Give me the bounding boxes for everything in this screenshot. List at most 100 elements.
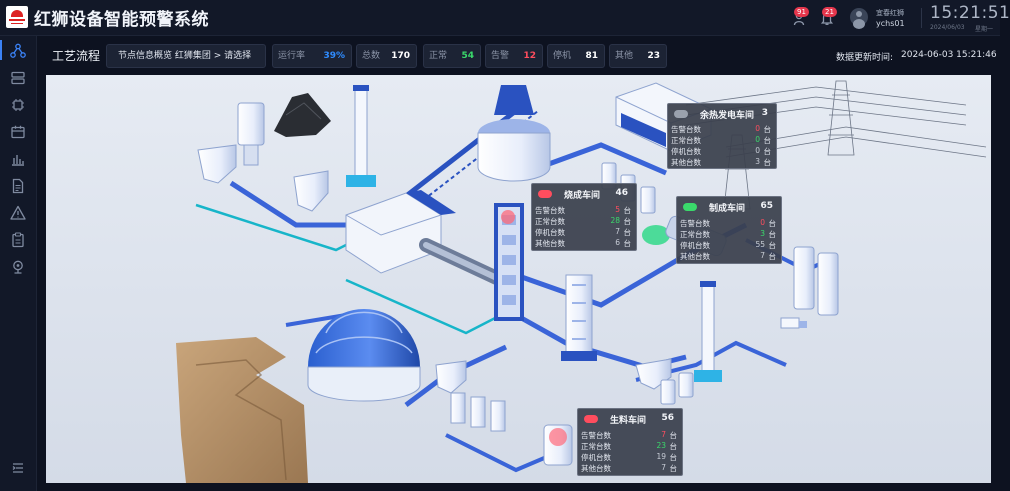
row-value: 23 <box>656 441 666 450</box>
sidebar-item-tasks[interactable] <box>9 231 27 249</box>
stat-value: 54 <box>461 51 474 61</box>
row-unit: 台 <box>623 228 632 237</box>
stopped-row: 停机台数 19 台 <box>580 452 678 463</box>
sidebar <box>0 36 37 491</box>
sidebar-item-warnings[interactable] <box>9 204 27 222</box>
row-label: 告警台数 <box>671 125 701 134</box>
document-icon <box>12 178 24 194</box>
warning-icon <box>10 205 26 220</box>
update-time-label: 数据更新时间: <box>836 53 894 63</box>
app-title: 红狮设备智能预警系统 <box>34 10 209 30</box>
clock-weekday: 星期一 <box>975 26 994 33</box>
alert-count-badge: 91 <box>794 7 809 17</box>
workshop-total: 65 <box>760 201 773 211</box>
workshop-name: 烧成车间 <box>564 191 601 201</box>
stat-run-rate: 运行率 39% <box>272 44 352 68</box>
row-value: 19 <box>656 452 666 461</box>
top-bar: 红狮设备智能预警系统 91 21 宜春红狮 ychs01 15:21:51 20… <box>0 0 1010 36</box>
bell-count-badge: 21 <box>822 7 837 17</box>
row-unit: 台 <box>623 206 632 215</box>
chip-icon <box>12 99 24 111</box>
row-unit: 台 <box>763 136 772 145</box>
status-indicator <box>584 415 598 423</box>
row-label: 正常台数 <box>535 217 565 226</box>
stat-value: 81 <box>585 51 598 61</box>
sidebar-item-process-flow[interactable] <box>9 42 27 60</box>
other-row: 其他台数 7 台 <box>580 463 678 474</box>
row-value: 0 <box>755 146 760 155</box>
row-unit: 台 <box>768 230 777 239</box>
sidebar-item-server[interactable] <box>9 69 27 87</box>
row-value: 7 <box>661 430 666 439</box>
sidebar-item-documents[interactable] <box>9 177 27 195</box>
other-row: 其他台数 3 台 <box>670 157 772 168</box>
sidebar-item-device[interactable] <box>9 96 27 114</box>
breadcrumb-node-selector[interactable]: 节点信息概览 红狮集团 > 请选择 <box>106 44 266 68</box>
row-label: 停机台数 <box>680 241 710 250</box>
normal-row: 正常台数 23 台 <box>580 441 678 452</box>
row-value: 28 <box>610 216 620 225</box>
avatar[interactable] <box>850 8 868 29</box>
other-row: 其他台数 6 台 <box>534 238 632 249</box>
stat-value: 23 <box>647 51 660 61</box>
row-unit: 台 <box>669 453 678 462</box>
stat-stopped: 停机 81 <box>547 44 605 68</box>
row-unit: 台 <box>768 252 777 261</box>
row-value: 6 <box>615 238 620 247</box>
stat-value: 39% <box>323 51 345 61</box>
workshop-name: 余热发电车间 <box>700 111 755 121</box>
location-icon <box>13 260 23 274</box>
stat-other: 其他 23 <box>609 44 667 68</box>
menu-collapse-icon[interactable] <box>11 461 25 475</box>
process-flow-canvas: 余热发电车间 3 告警台数 0 台 正常台数 0 台 停机台数 0 台 其他台数… <box>46 75 991 483</box>
workshop-card-firing[interactable]: 烧成车间 46 告警台数 5 台 正常台数 28 台 停机台数 7 台 其他台数… <box>531 183 637 251</box>
stopped-row: 停机台数 55 台 <box>679 240 777 251</box>
normal-row: 正常台数 3 台 <box>679 229 777 240</box>
row-unit: 台 <box>669 464 678 473</box>
status-indicator <box>683 203 697 211</box>
workshop-name: 制成车间 <box>709 204 746 214</box>
stat-total: 总数 170 <box>356 44 417 68</box>
row-label: 告警台数 <box>535 206 565 215</box>
sidebar-active-indicator <box>0 40 2 60</box>
page-title: 工艺流程 <box>52 49 101 63</box>
workshop-total: 3 <box>761 108 768 118</box>
bar-chart-icon <box>12 155 24 166</box>
stat-label: 正常 <box>429 51 448 61</box>
workshop-card-finished[interactable]: 制成车间 65 告警台数 0 台 正常台数 3 台 停机台数 55 台 其他台数… <box>676 196 782 264</box>
alarm-row: 告警台数 0 台 <box>679 218 777 229</box>
stat-label: 总数 <box>362 51 381 61</box>
row-value: 7 <box>661 463 666 472</box>
row-unit: 台 <box>623 217 632 226</box>
workshop-card-waste-heat[interactable]: 余热发电车间 3 告警台数 0 台 正常台数 0 台 停机台数 0 台 其他台数… <box>667 103 777 169</box>
row-unit: 台 <box>669 442 678 451</box>
user-id: ychs01 <box>876 19 905 28</box>
workshop-name: 生料车间 <box>610 416 647 426</box>
stat-label: 告警 <box>491 51 510 61</box>
row-label: 停机台数 <box>535 228 565 237</box>
header-divider <box>921 8 922 28</box>
alarm-row: 告警台数 5 台 <box>534 205 632 216</box>
workshop-card-raw[interactable]: 生料车间 56 告警台数 7 台 正常台数 23 台 停机台数 19 台 其他台… <box>577 408 683 476</box>
stat-label: 运行率 <box>278 51 306 61</box>
stat-value: 170 <box>391 51 410 61</box>
stopped-row: 停机台数 0 台 <box>670 146 772 157</box>
plant-illustration <box>46 75 991 483</box>
clipboard-icon <box>12 232 24 248</box>
stat-label: 停机 <box>553 51 572 61</box>
sidebar-item-statistics[interactable] <box>9 150 27 168</box>
row-label: 停机台数 <box>671 147 701 156</box>
sidebar-item-schedule[interactable] <box>9 123 27 141</box>
sidebar-item-location[interactable] <box>9 258 27 276</box>
user-name: 宜春红狮 <box>876 9 904 17</box>
row-value: 0 <box>755 124 760 133</box>
company-logo <box>6 6 28 28</box>
row-label: 告警台数 <box>581 431 611 440</box>
row-value: 55 <box>755 240 765 249</box>
row-unit: 台 <box>768 241 777 250</box>
workshop-total: 56 <box>661 413 674 423</box>
row-label: 其他台数 <box>671 158 701 167</box>
update-time-value: 2024-06-03 15:21:46 <box>901 50 997 60</box>
row-label: 告警台数 <box>680 219 710 228</box>
calendar-icon <box>11 125 25 139</box>
